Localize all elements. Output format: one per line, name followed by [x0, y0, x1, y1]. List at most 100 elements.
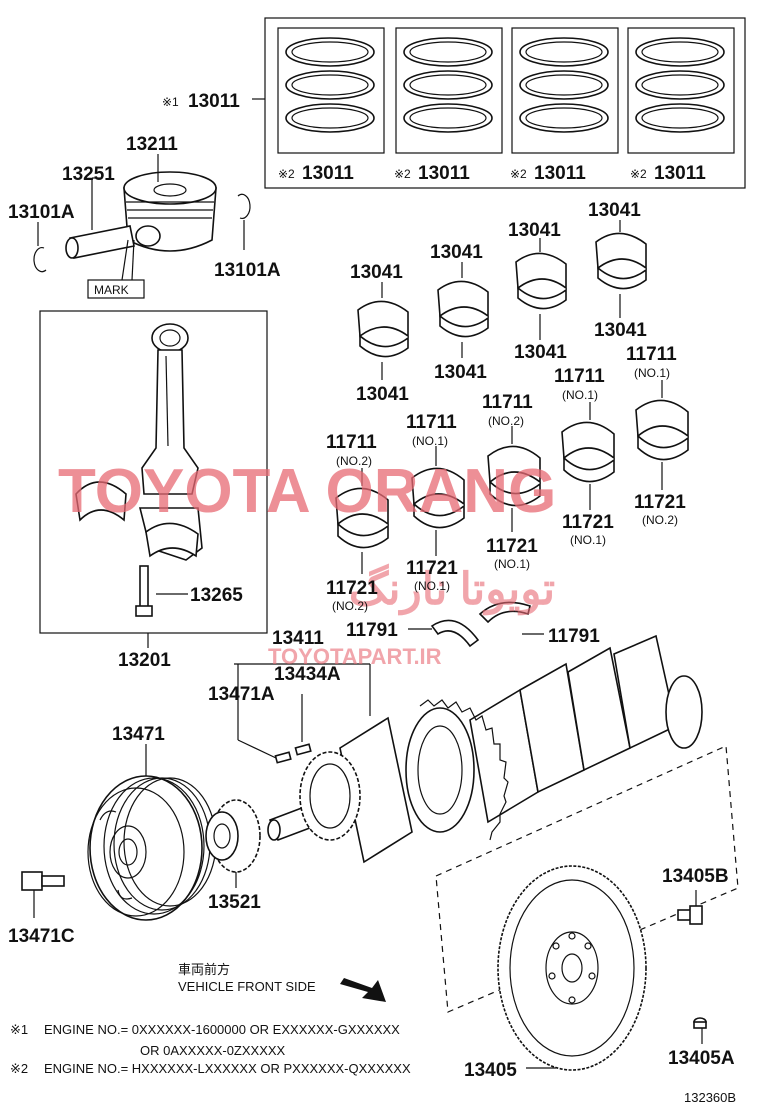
mark-2-a: ※2 — [278, 167, 295, 181]
piston-ring-set-1 — [277, 27, 385, 154]
label-13405B: 13405B — [662, 866, 729, 887]
ring-set-box — [264, 17, 746, 189]
label-13011-b: 13011 — [418, 163, 470, 184]
sub-11721-2: (NO.1) — [414, 579, 450, 593]
label-11721-1: 11721 — [326, 578, 378, 599]
watermark-main: TOYOTA ORANG — [58, 457, 556, 526]
label-11721-3: 11721 — [486, 536, 538, 557]
vehicle-front-en: VEHICLE FRONT SIDE — [178, 979, 316, 994]
mark-2-d: ※2 — [630, 167, 647, 181]
sub-11721-5: (NO.2) — [642, 513, 678, 527]
label-13041-4: 13041 — [434, 362, 487, 383]
sub-11721-3: (NO.1) — [494, 557, 530, 571]
mark-box — [87, 279, 145, 299]
label-13265: 13265 — [190, 585, 243, 606]
label-13041-8: 13041 — [594, 320, 647, 341]
label-13521: 13521 — [208, 892, 261, 913]
label-13201: 13201 — [118, 650, 171, 671]
label-11711-5: 11711 — [626, 344, 677, 365]
flywheel-bolt — [677, 905, 703, 925]
diagram-id: 132360B — [684, 1090, 736, 1105]
mark-1-ringset: ※1 — [162, 95, 179, 109]
label-11791-right: 11791 — [548, 626, 600, 647]
label-13471: 13471 — [112, 724, 165, 745]
sub-11711-4: (NO.1) — [562, 388, 598, 402]
label-13101A-left: 13101A — [8, 202, 75, 223]
vehicle-front-jp: 車両前方 — [178, 962, 230, 977]
sub-11711-2: (NO.1) — [412, 434, 448, 448]
label-13011-c: 13011 — [534, 163, 586, 184]
mark-2-c: ※2 — [510, 167, 527, 181]
label-13041-3: 13041 — [430, 242, 483, 263]
piston-ring-set-2 — [395, 27, 503, 154]
label-13405: 13405 — [464, 1060, 517, 1081]
piston-pin — [65, 225, 135, 259]
rod-bearing-13041-c — [515, 252, 567, 310]
label-11721-5: 11721 — [634, 492, 686, 513]
thrust-washer-left — [430, 619, 480, 648]
label-11711-3: 11711 — [482, 392, 533, 413]
rod-bolt — [135, 565, 153, 617]
snap-ring-left — [33, 247, 47, 273]
rod-bearing-13041-a — [357, 300, 409, 358]
label-13041-5: 13041 — [508, 220, 561, 241]
label-13251: 13251 — [62, 164, 115, 185]
sub-11711-3: (NO.2) — [488, 414, 524, 428]
connecting-rod-box — [39, 310, 268, 634]
label-13405A: 13405A — [668, 1048, 735, 1069]
crank-pulley — [87, 775, 217, 921]
timing-gear — [205, 799, 261, 873]
label-11721-4: 11721 — [562, 512, 614, 533]
label-13471A: 13471A — [208, 684, 275, 705]
label-13211: 13211 — [126, 134, 178, 155]
main-bearing-d — [561, 421, 615, 483]
mark-2-b: ※2 — [394, 167, 411, 181]
rod-bearing-lower — [145, 522, 199, 558]
flywheel — [497, 865, 647, 1071]
label-11711-4: 11711 — [554, 366, 605, 387]
label-13011-a: 13011 — [302, 163, 354, 184]
vehicle-front-arrow — [340, 978, 386, 1002]
rod-bearing-13041-b — [437, 280, 489, 338]
label-13411: 13411 — [272, 628, 324, 649]
label-13011-top: 13011 — [188, 91, 240, 112]
label-13041-2: 13041 — [356, 384, 409, 405]
main-bearing-a — [335, 487, 389, 549]
label-13434A: 13434A — [274, 664, 341, 685]
label-13041-6: 13041 — [514, 342, 567, 363]
note-1-cont: OR 0AXXXXX-0ZXXXXX — [140, 1043, 286, 1058]
pulley-bolt — [21, 871, 65, 891]
thrust-washer-right — [478, 601, 531, 624]
watermark-url: TOYOTAPART.IR — [268, 644, 442, 669]
label-13471C: 13471C — [8, 926, 75, 947]
label-13101A-right: 13101A — [214, 260, 281, 281]
note-2-mark: ※2 — [10, 1061, 28, 1076]
note-1-text: ENGINE NO.= 0XXXXXX-1600000 OR EXXXXXX-G… — [44, 1022, 400, 1037]
main-bearing-c — [487, 445, 541, 507]
note-2-text: ENGINE NO.= HXXXXXX-LXXXXXX OR PXXXXXX-Q… — [44, 1061, 411, 1076]
sub-11711-5: (NO.1) — [634, 366, 670, 380]
label-11711-1: 11711 — [326, 432, 377, 453]
label-mark: MARK — [94, 283, 129, 297]
note-1-mark: ※1 — [10, 1022, 28, 1037]
label-13011-d: 13011 — [654, 163, 706, 184]
main-bearing-b — [411, 467, 465, 529]
piston-ring-set-4 — [627, 27, 735, 154]
label-11721-2: 11721 — [406, 558, 458, 579]
sub-11721-4: (NO.1) — [570, 533, 606, 547]
watermark-persian: تویوتا نارنگ — [349, 563, 555, 616]
main-bearing-e — [635, 399, 689, 461]
flywheel-plug — [693, 1017, 707, 1029]
piston-ring-set-3 — [511, 27, 619, 154]
label-13041-7: 13041 — [588, 200, 641, 221]
key-13434A — [294, 743, 312, 756]
sub-11721-1: (NO.2) — [332, 599, 368, 613]
key-13471A — [274, 751, 292, 764]
rod-bearing-upper — [75, 481, 127, 522]
label-11791-left: 11791 — [346, 620, 398, 641]
piston-assembly — [123, 171, 217, 252]
crank-sprocket — [299, 751, 361, 841]
snap-ring-right — [237, 193, 251, 219]
sub-11711-1: (NO.2) — [336, 454, 372, 468]
